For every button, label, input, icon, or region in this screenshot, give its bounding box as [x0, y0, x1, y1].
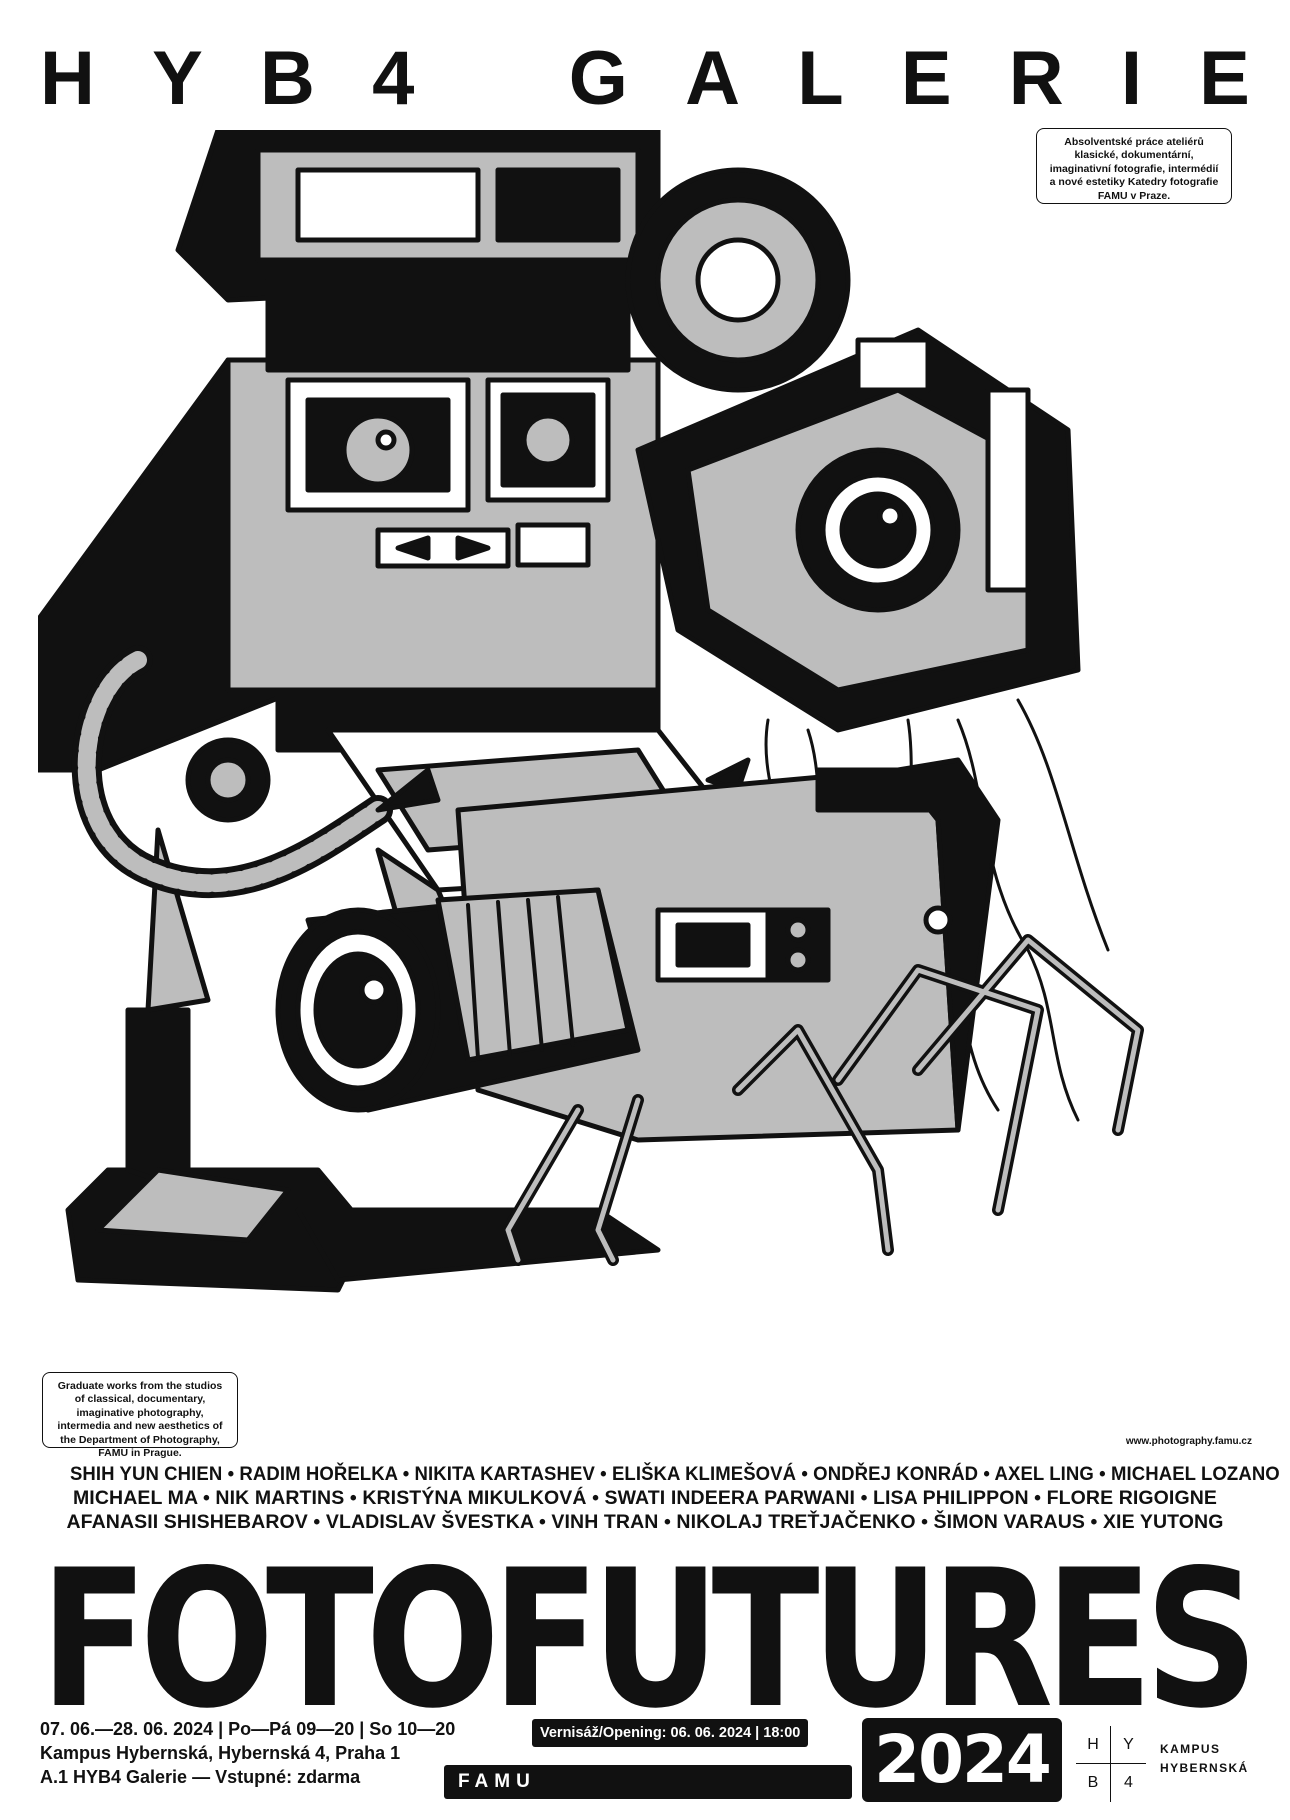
kampus-line: HYBERNSKÁ [1160, 1761, 1249, 1775]
arrow-left-icon [395, 535, 431, 561]
exhibition-dates: 07. 06.—28. 06. 2024 | Po—Pá 09—20 | So … [40, 1719, 456, 1739]
hyb4-logo: H Y B 4 [1076, 1726, 1146, 1802]
opening-badge: Vernisáž/Opening: 06. 06. 2024 | 18:00 [532, 1719, 809, 1747]
info-box-english: Graduate works from the studios of class… [42, 1372, 238, 1459]
title-letter: R [1008, 36, 1064, 121]
hyb4-letter: 4 [1124, 1774, 1133, 1791]
hyb4-letter: Y [1111, 1726, 1146, 1764]
kampus-line: KAMPUS [1160, 1742, 1221, 1756]
title-letter: Y [152, 36, 203, 121]
year-block: 2024 [862, 1718, 1062, 1802]
flying-box-camera [625, 167, 1110, 1122]
arrow-right-icon [455, 535, 491, 561]
artist-line: MICHAEL MA • NIK MARTINS • KRISTÝNA MIKU… [72, 1487, 1218, 1509]
title-letter: E [1199, 36, 1250, 121]
artist-list: SHIH YUN CHIEN • RADIM HOŘELKA • NIKITA … [40, 1462, 1280, 1534]
famu-bar: FAMU [444, 1765, 852, 1799]
title-letter: A [685, 36, 740, 121]
website-link[interactable]: www.photography.famu.cz [1125, 1436, 1252, 1447]
title-letter: I [1120, 36, 1142, 121]
gallery-admission: A.1 HYB4 Galerie — Vstupné: zdarma [40, 1767, 361, 1787]
title-letter: B [260, 36, 315, 121]
illustration [38, 130, 1144, 1293]
main-title: FOTOFUTURES [40, 1529, 1259, 1750]
header-title: H Y B 4 G A L E R I E [40, 34, 1250, 124]
title-letter: 4 [372, 36, 415, 121]
kampus-logo-text: KAMPUS HYBERNSKÁ [1160, 1740, 1249, 1778]
hyb4-letter: H [1076, 1726, 1111, 1764]
title-letter: E [900, 36, 952, 121]
venue-address: Kampus Hybernská, Hybernská 4, Praha 1 [40, 1743, 401, 1763]
title-letter: H [40, 36, 95, 121]
hyb4-letter: B [1076, 1764, 1111, 1802]
title-letter: G [568, 36, 628, 121]
artist-line: SHIH YUN CHIEN • RADIM HOŘELKA • NIKITA … [69, 1463, 1280, 1485]
spider-video-camera [275, 757, 1144, 1283]
artist-line: AFANASII SHISHEBAROV • VLADISLAV ŠVESTKA… [66, 1511, 1224, 1533]
info-box-czech: Absolventské práce ateliérů klasické, do… [1036, 128, 1232, 204]
title-letter: L [797, 36, 844, 121]
